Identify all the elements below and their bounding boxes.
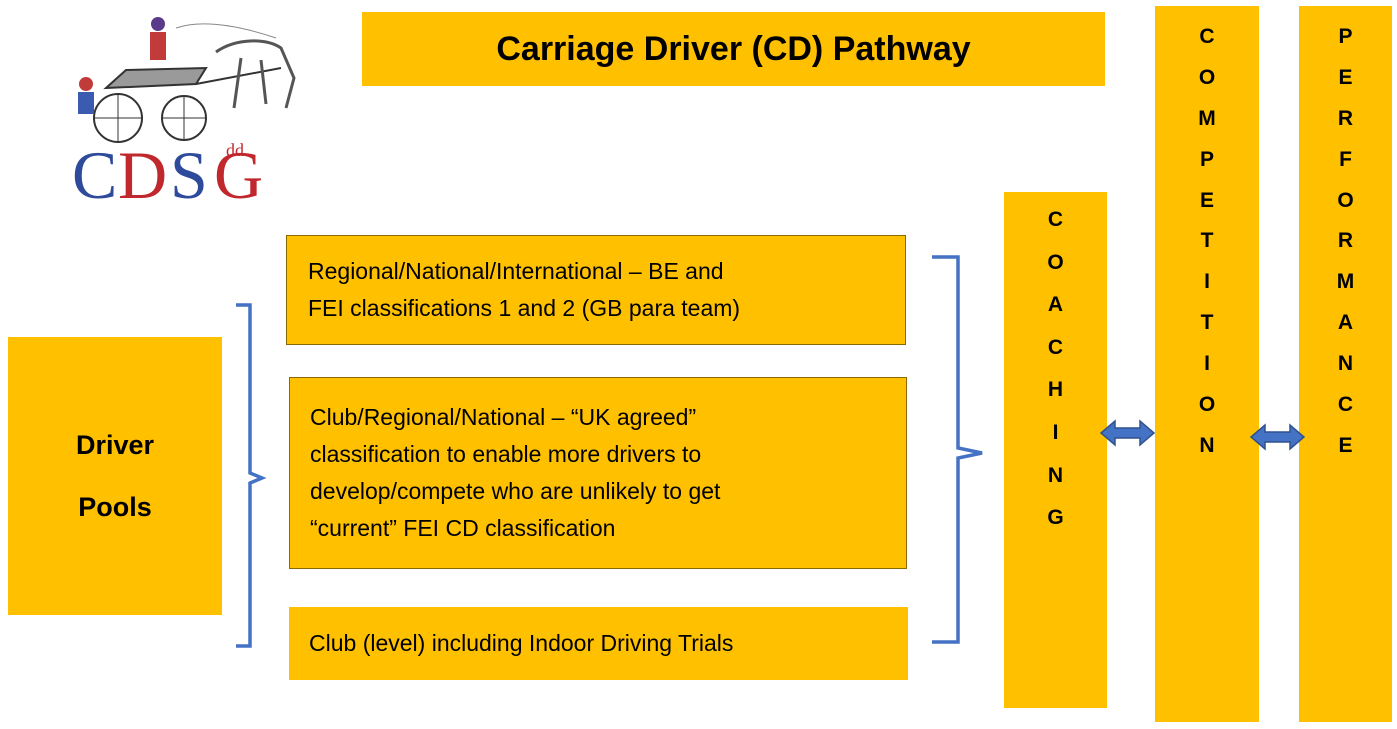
level-box-club: Club (level) including Indoor Driving Tr… [289,607,908,680]
competition-letter: I [1204,270,1210,294]
performance-letter: O [1337,188,1354,212]
driver-pools-line-1: Driver [75,429,155,460]
coaching-letter: I [1052,420,1059,444]
competition-letter: O [1198,393,1216,417]
competition-letter: I [1204,352,1210,376]
right-bracket [932,255,983,644]
logo-letter-d: D [118,137,167,208]
logo-letter-s: S [170,137,208,208]
level-box-international: Regional/National/International – BE and… [286,235,906,345]
coaching-letter: O [1047,250,1064,274]
coaching-column: C O A C H I N G [1004,192,1107,708]
performance-letter: R [1337,106,1354,130]
performance-letter: A [1337,311,1354,335]
competition-column: C O M P E T I T I O N [1155,6,1259,722]
performance-letter: C [1337,393,1354,417]
performance-letter: E [1338,65,1353,89]
competition-letter: P [1199,147,1214,171]
cdsg-logo: C D S G dd [66,8,306,213]
driver-figures [78,17,166,114]
competition-letter: N [1199,433,1215,457]
level-2-line-1: Club/Regional/National – “UK agreed” [310,404,697,430]
logo-letter-c: C [72,137,117,208]
logo-letter-g: G [214,137,263,208]
competition-letter: T [1200,229,1214,253]
coaching-letter: H [1047,378,1064,402]
carriage-illustration [93,23,296,143]
coaching-letter: C [1047,208,1064,231]
coaching-letter: A [1047,293,1064,317]
level-2-line-2: classification to enable more drivers to [310,441,702,467]
double-arrow-competition-performance [1249,423,1306,451]
double-arrow-coaching-competition [1099,419,1156,447]
level-2-line-3: develop/compete who are unlikely to get [310,478,721,504]
left-bracket [236,303,267,648]
coaching-letter: C [1047,335,1064,359]
level-1-line-2: FEI classifications 1 and 2 (GB para tea… [308,295,741,321]
level-box-national: Club/Regional/National – “UK agreed” cla… [289,377,907,569]
competition-letter: T [1200,311,1214,335]
level-2-line-4: “current” FEI CD classification [310,515,616,541]
performance-letter: P [1338,25,1353,48]
competition-letter: O [1198,65,1216,89]
performance-letter: M [1336,270,1355,294]
driver-pools-box: Driver Pools [8,337,222,615]
logo-superscript: dd [226,140,244,160]
competition-letter: M [1198,106,1216,130]
level-3-line-1: Club (level) including Indoor Driving Tr… [309,630,734,656]
level-1-line-1: Regional/National/International – BE and [308,258,724,284]
performance-column: P E R F O R M A N C E [1299,6,1392,722]
performance-letter: E [1338,433,1353,457]
page-title: Carriage Driver (CD) Pathway [496,29,971,68]
coaching-letter: G [1047,506,1064,530]
title-box: Carriage Driver (CD) Pathway [362,12,1105,86]
performance-letter: R [1337,229,1354,253]
competition-letter: C [1199,25,1215,48]
coaching-letter: N [1047,463,1064,487]
competition-letter: E [1199,188,1214,212]
driver-pools-line-2: Pools [78,491,152,522]
performance-letter: F [1339,147,1352,171]
performance-letter: N [1337,352,1354,376]
